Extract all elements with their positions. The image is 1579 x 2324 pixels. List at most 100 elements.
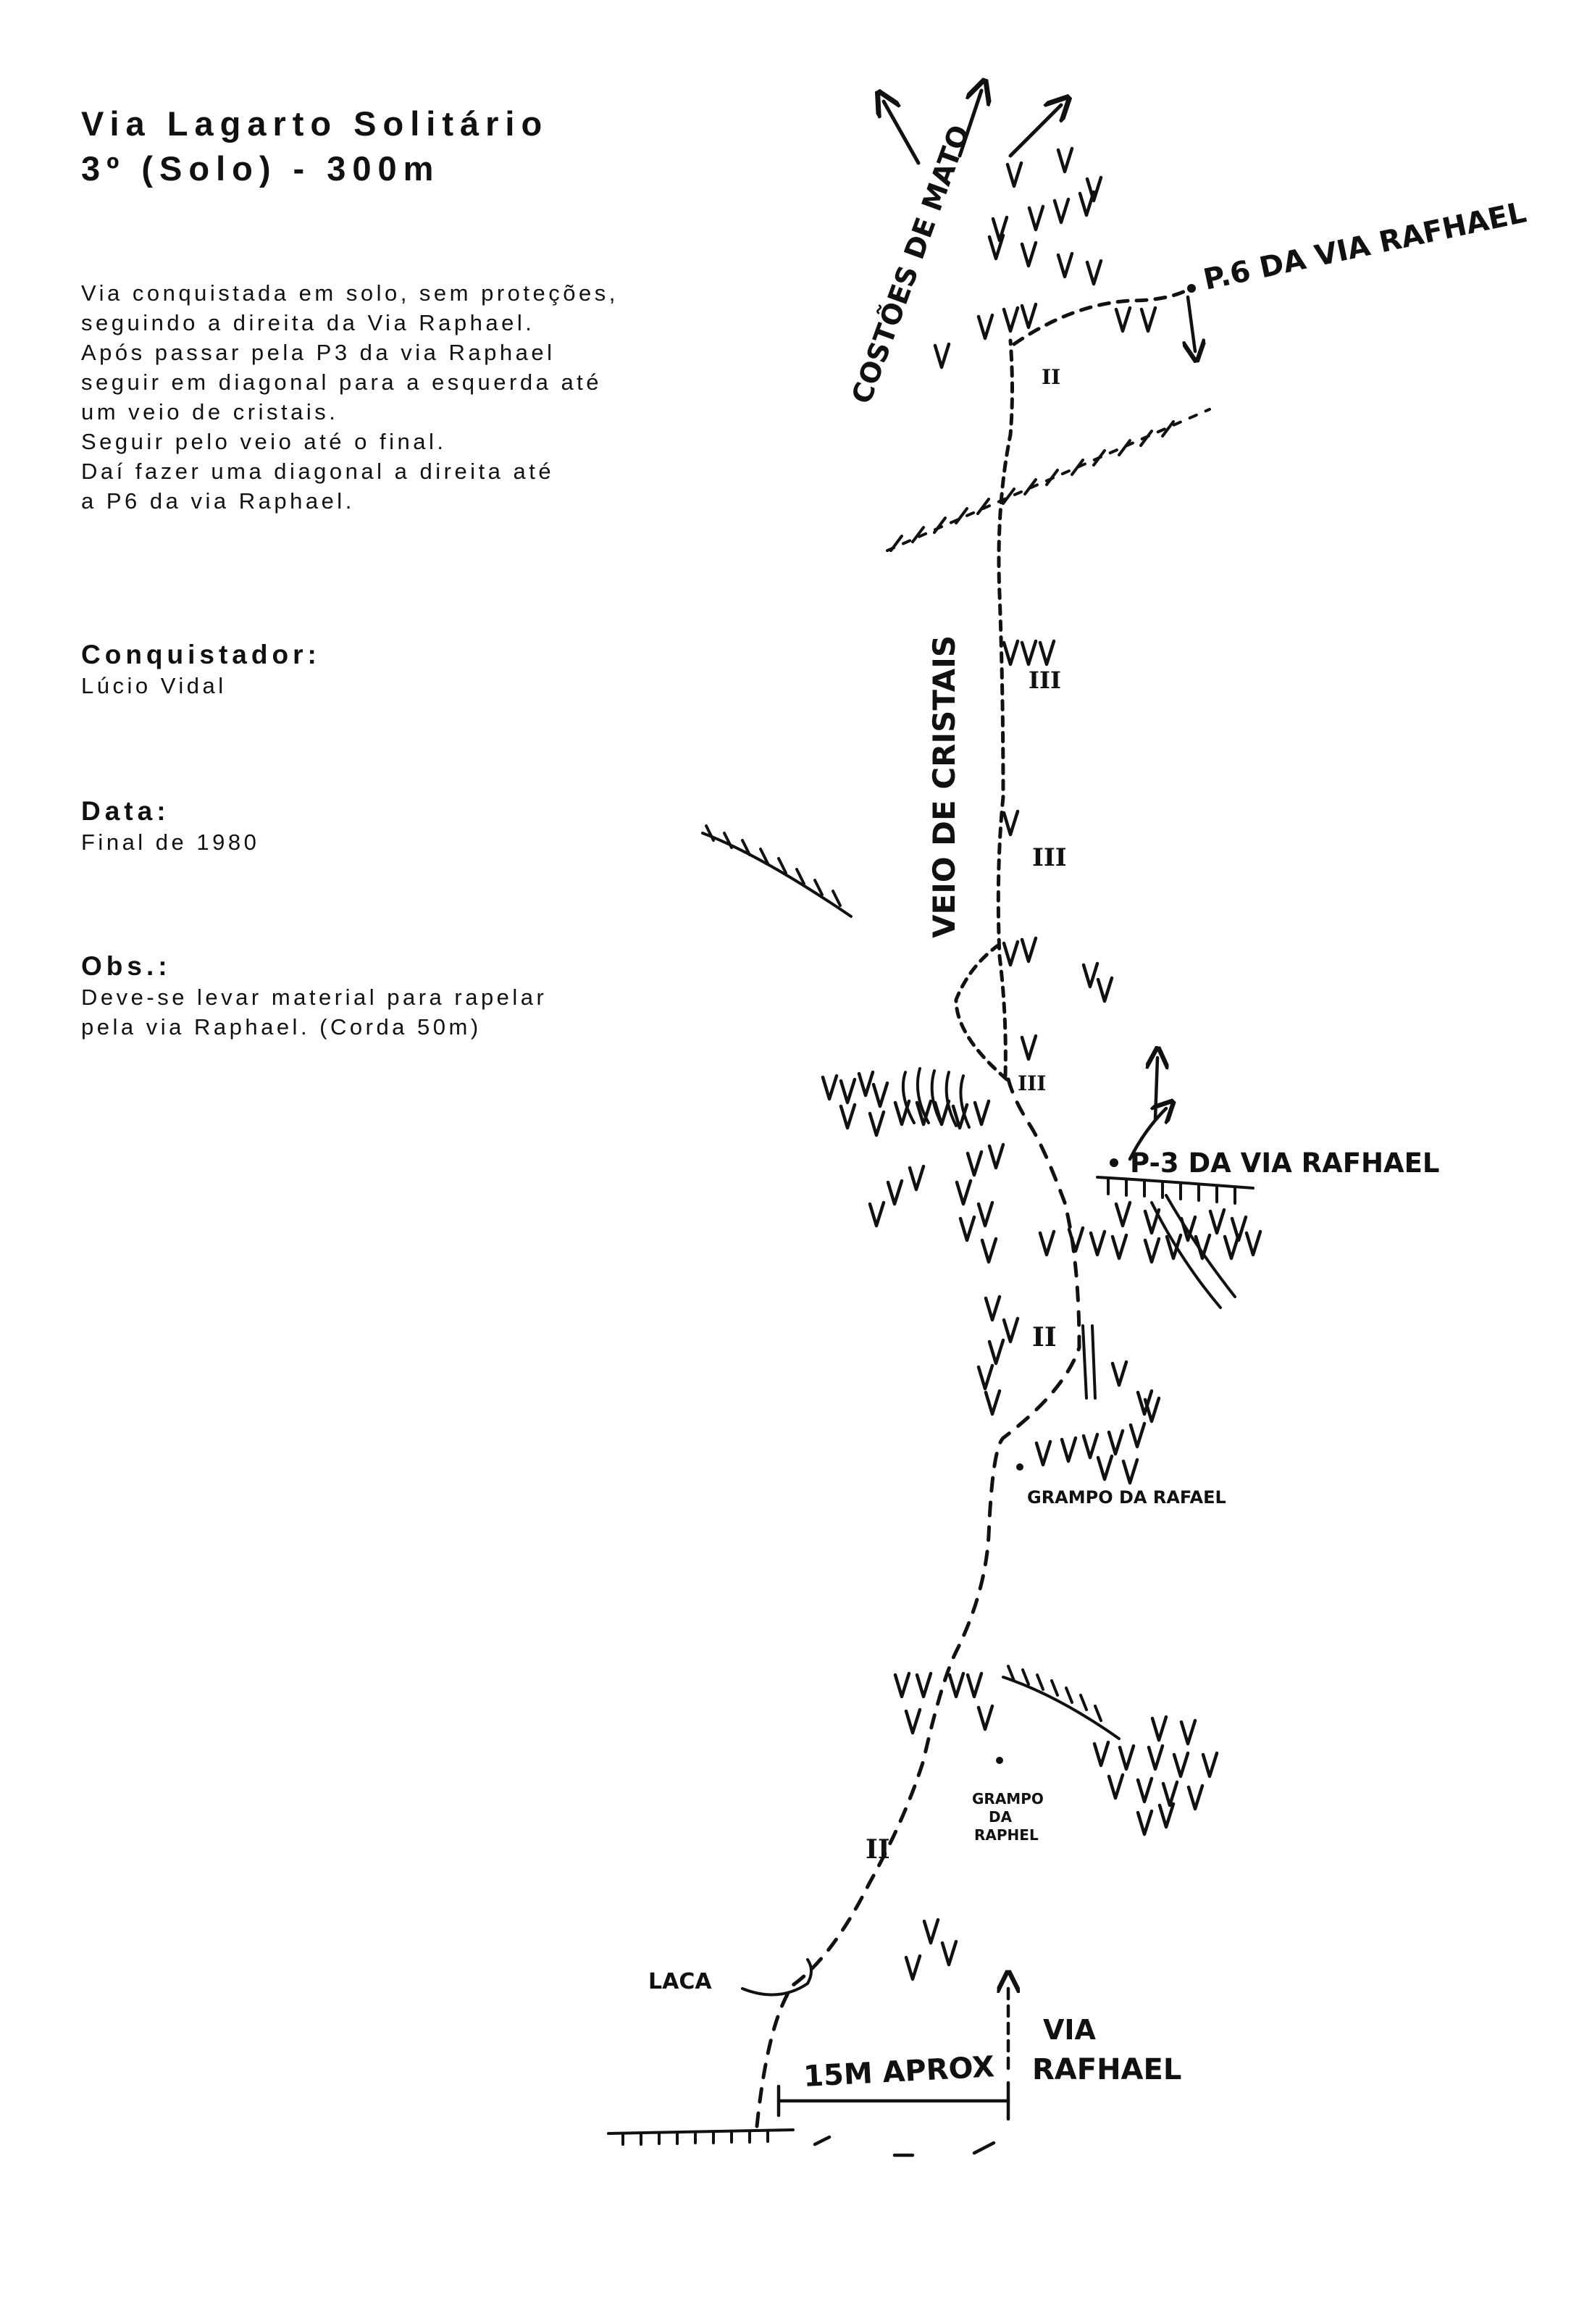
vegetation-mark xyxy=(1186,1784,1205,1811)
vegetation-mark xyxy=(1020,241,1038,268)
anchor-grampo1 xyxy=(1016,1463,1023,1471)
small-arrows xyxy=(776,295,1195,2157)
description-line: um veio de cristais. xyxy=(81,399,339,425)
vegetation-mark xyxy=(1110,1360,1128,1387)
veio-label: VEIO DE CRISTAIS xyxy=(926,635,962,938)
grade-lower: II xyxy=(1032,1322,1057,1353)
grade-labels: II III III III II II xyxy=(866,365,1067,1865)
vegetation-mark xyxy=(940,1939,958,1967)
vegetation-mark xyxy=(984,1389,1002,1416)
vegetation-mark xyxy=(915,1099,933,1127)
anchor-p6 xyxy=(1187,284,1196,293)
exit-arrows xyxy=(884,91,1061,165)
vegetation-mark xyxy=(1136,1809,1154,1836)
vegetation-mark xyxy=(1034,1439,1052,1467)
description-line: seguir em diagonal para a esquerda até xyxy=(81,369,603,395)
vegetation-mark xyxy=(1020,1034,1038,1061)
grampo2-line2: DA xyxy=(989,1808,1013,1826)
vegetation-mark xyxy=(1027,204,1045,232)
vegetation-mark xyxy=(1096,976,1114,1003)
vegetation-mark xyxy=(976,1704,994,1731)
description-line: seguindo a direita da Via Raphael. xyxy=(81,310,535,335)
description-line: Após passar pela P3 da via Raphael xyxy=(81,340,556,365)
vegetation-mark xyxy=(893,1671,911,1699)
vegetation-mark xyxy=(1143,1396,1161,1424)
vegetation-mark xyxy=(1081,1432,1100,1460)
vegetation-mark xyxy=(1201,1751,1219,1778)
vegetation-mark xyxy=(1121,1458,1139,1485)
vegetation-mark xyxy=(987,233,1005,261)
vegetation-mark xyxy=(976,1363,994,1391)
anchor-grampo2 xyxy=(996,1757,1003,1764)
vegetation-mark xyxy=(980,1237,998,1264)
grade-top: II xyxy=(1042,365,1060,389)
grampo2-line1: GRAMPO xyxy=(972,1790,1044,1807)
vegetation-mark xyxy=(839,1077,857,1105)
vegetation-mark xyxy=(987,1142,1005,1170)
vegetation-mark xyxy=(955,1179,973,1206)
costoes-label: COSTÕES DE MATO xyxy=(845,121,976,408)
vegetation-mark xyxy=(976,313,994,340)
vegetation-mark xyxy=(1038,639,1056,666)
vegetation-mark xyxy=(1020,639,1038,666)
vegetation-mark xyxy=(1143,1208,1161,1235)
vegetation-mark xyxy=(1002,1316,1020,1344)
vegetation-mark xyxy=(1143,1237,1161,1264)
obs-label: Obs.: xyxy=(81,951,172,981)
vegetation-mark xyxy=(1150,1715,1168,1742)
grade-bottom: II xyxy=(866,1834,890,1865)
grampo2-line3: RAPHEL xyxy=(974,1826,1039,1844)
vegetation-mark xyxy=(1056,251,1074,279)
vegetation-mark xyxy=(868,1110,886,1137)
vegetation-mark xyxy=(1092,1740,1110,1768)
vegetation-mark xyxy=(857,1070,875,1098)
grade-upper2: III xyxy=(1032,843,1067,872)
via-raphael-line2: RAFHAEL xyxy=(1032,2053,1181,2086)
vegetation-mark xyxy=(821,1074,839,1101)
vegetation-mark xyxy=(1081,961,1100,989)
date-label: Data: xyxy=(81,796,170,826)
vegetation-mark xyxy=(973,1099,991,1127)
vegetation-mark xyxy=(1020,302,1038,330)
route-info: Via Lagarto Solitário 3º (Solo) - 300m V… xyxy=(81,101,805,516)
vegetation-mark xyxy=(904,1708,922,1735)
distance-label: 15M APROX xyxy=(803,2050,995,2094)
vegetation-mark xyxy=(1136,1389,1154,1416)
p3-label: P-3 DA VIA RAFHAEL xyxy=(1130,1148,1439,1179)
description-line: Via conquistada em solo, sem proteções, xyxy=(81,280,619,306)
anchor-p3 xyxy=(1110,1158,1118,1167)
vegetation-mark xyxy=(1020,936,1038,964)
vegetation-mark xyxy=(976,1200,994,1228)
vegetation-mark xyxy=(1107,1429,1125,1456)
vegetation-mark xyxy=(1244,1229,1262,1257)
vegetation-mark xyxy=(915,1671,933,1699)
obs-line: pela via Raphael. (Corda 50m) xyxy=(81,1014,482,1040)
vegetation-mark xyxy=(1002,809,1020,837)
vegetation-mark xyxy=(1085,175,1103,203)
vegetation-mark xyxy=(966,1671,984,1699)
vegetation-mark xyxy=(1107,1773,1125,1800)
route-description: Via conquistada em solo, sem proteções, … xyxy=(81,278,805,516)
vegetation-mark xyxy=(1161,1780,1179,1807)
vegetation-mark xyxy=(984,1295,1002,1322)
vegetation-mark xyxy=(1128,1421,1147,1449)
vegetation-mark xyxy=(987,1338,1005,1366)
description-line: a P6 da via Raphael. xyxy=(81,488,355,514)
vegetation-mark xyxy=(1139,306,1157,333)
vegetation-mark xyxy=(1114,306,1132,333)
description-line: Daí fazer uma diagonal a direita até xyxy=(81,459,555,484)
vegetation-mark xyxy=(1118,1744,1136,1771)
vegetation-mark xyxy=(1085,259,1103,286)
grade-middle: III xyxy=(1018,1071,1046,1095)
via-raphael-line1: VIA xyxy=(1043,2014,1097,2046)
vegetation-mark xyxy=(933,342,951,369)
vegetation-mark xyxy=(1002,940,1020,967)
vegetation-mark xyxy=(922,1918,940,1945)
obs-line: Deve-se levar material para rapelar xyxy=(81,985,548,1010)
vegetation-mark xyxy=(908,1164,926,1192)
vegetation-mark xyxy=(1002,306,1020,333)
vegetation-mark xyxy=(839,1103,857,1130)
route-title: Via Lagarto Solitário 3º (Solo) - 300m xyxy=(81,101,805,191)
vegetation-mark xyxy=(1089,1229,1107,1257)
